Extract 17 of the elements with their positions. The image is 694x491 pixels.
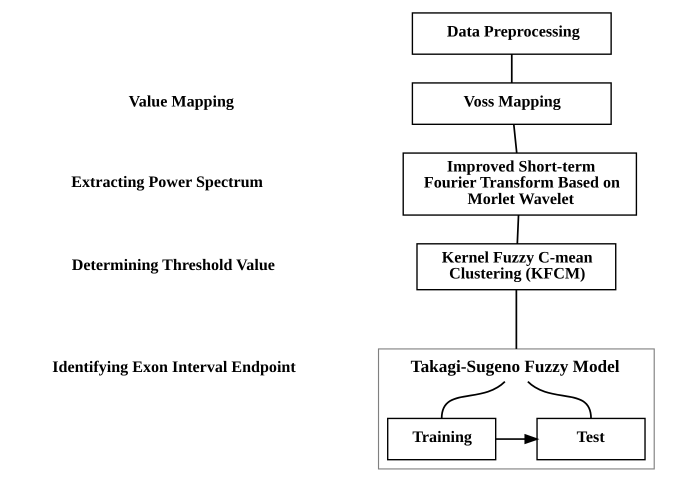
label: Value Mapping [128,94,234,111]
node-box: Kernel Fuzzy C-mean Clustering (KFCM) [416,243,616,290]
connector [516,215,519,244]
node-box: Training [386,418,496,460]
connector [512,124,518,153]
connector [510,54,512,83]
node-box: Data Preprocessing [411,12,612,55]
label: Identifying Exon Interval Endpoint [52,359,296,376]
label: Determining Threshold Value [71,256,274,274]
node-box: Test [536,418,646,460]
arrow [495,434,539,444]
node-box: Voss Mapping [411,82,612,125]
node-box: Improved Short-term Fourier Transform Based on Morlet Wavelet [402,152,637,216]
connector [440,380,505,418]
label: Extracting Power Spectrum [70,174,262,192]
connector [526,380,592,418]
connector [515,290,517,349]
